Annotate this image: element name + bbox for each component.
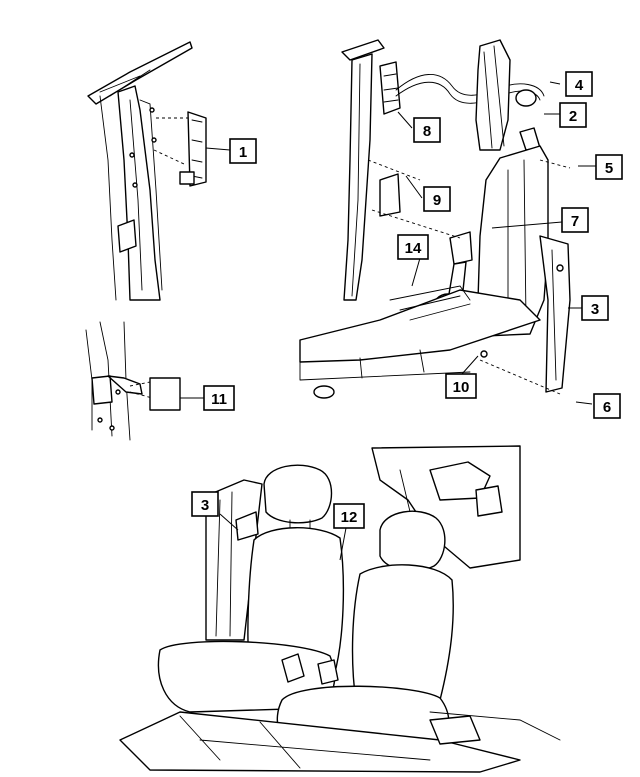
callout-label: 11	[211, 391, 227, 408]
callout-label: 3	[591, 301, 599, 318]
upper-trim	[475, 39, 511, 151]
callout-label: 7	[571, 213, 579, 230]
callout-label: 4	[575, 77, 584, 94]
callout-label: 2	[569, 108, 577, 125]
callout-2: 2	[559, 102, 587, 128]
callout-label: 12	[341, 509, 358, 526]
callout-9: 9	[423, 186, 451, 212]
callout-label: 1	[239, 144, 247, 161]
callout-8: 8	[413, 117, 441, 143]
callout-label: 3	[201, 497, 209, 514]
upper-anchor-bracket	[187, 111, 207, 187]
callout-3-bottom: 3	[191, 491, 219, 517]
lower-trim	[477, 145, 549, 337]
callout-11: 11	[203, 385, 235, 411]
lower-anchor-view	[85, 321, 181, 441]
callout-label: 9	[433, 192, 441, 209]
callout-label: 5	[605, 160, 613, 177]
callout-label: 8	[423, 123, 431, 140]
leader-lines	[180, 81, 596, 561]
callout-7: 7	[561, 207, 589, 233]
callout-3-top: 3	[581, 295, 609, 321]
callout-14: 14	[397, 234, 429, 260]
callout-4: 4	[565, 71, 593, 97]
callout-5: 5	[595, 154, 623, 180]
callout-12: 12	[333, 503, 365, 529]
belt-webbing	[539, 235, 571, 393]
callout-6: 6	[593, 393, 621, 419]
right-headrest	[379, 510, 446, 572]
seats-view	[119, 445, 561, 773]
callout-label: 14	[405, 240, 422, 257]
pillar-retractor-view	[299, 39, 571, 399]
left-headrest	[263, 464, 333, 524]
callout-label: 6	[603, 399, 611, 416]
right-seatback	[351, 564, 454, 703]
buckle-right	[317, 659, 339, 685]
buckle-left	[281, 653, 305, 683]
callout-label: 10	[453, 379, 470, 396]
callout-1: 1	[229, 138, 257, 164]
lower-anchor-bracket	[107, 375, 143, 395]
height-adjuster	[379, 61, 401, 115]
upper-anchor-view	[87, 41, 207, 301]
callout-10: 10	[445, 373, 477, 399]
left-seatback	[247, 527, 345, 679]
